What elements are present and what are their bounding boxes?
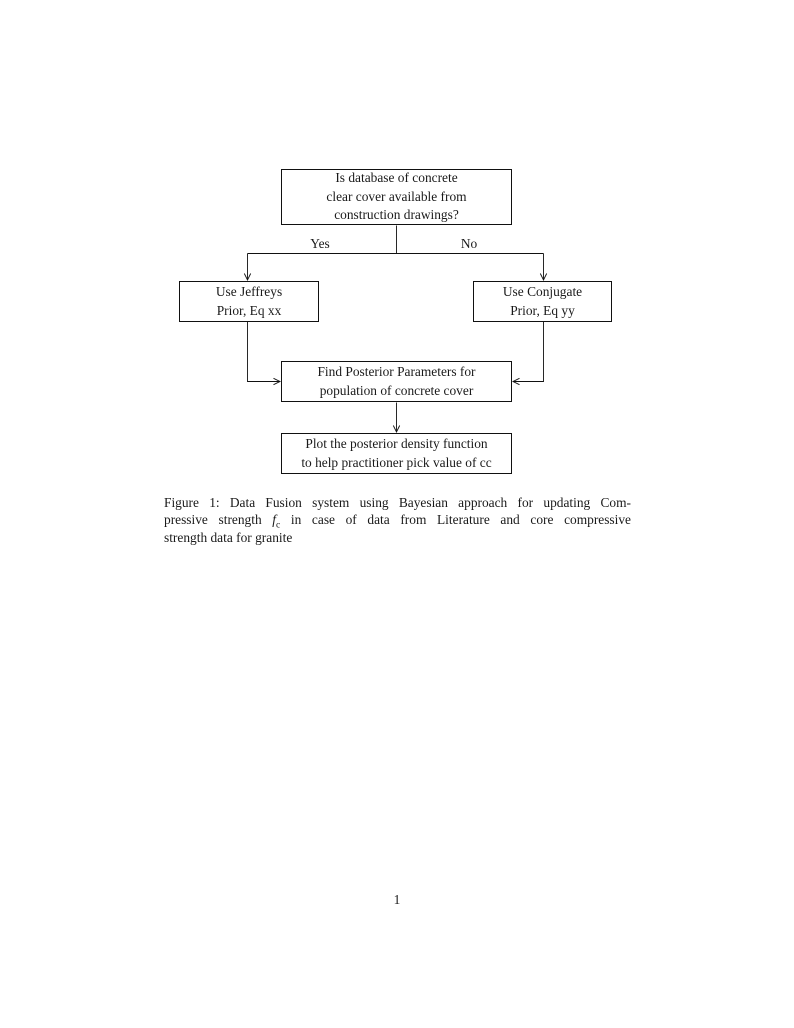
flowchart-node-posterior-parameters: Find Posterior Parameters for population… xyxy=(281,361,512,402)
arrowhead-yes xyxy=(243,273,252,282)
flowchart-connectors xyxy=(243,225,548,434)
figure-caption: Figure 1: Data Fusion system using Bayes… xyxy=(164,494,631,546)
caption-line-2-prefix: pressive strength xyxy=(164,512,273,528)
connector-jeffreys-posterior xyxy=(247,321,280,382)
caption-math-fc-subscript: c xyxy=(276,520,281,531)
arrowhead-conjugate-posterior xyxy=(511,377,520,386)
connector-conjugate-posterior xyxy=(513,321,544,382)
arrowhead-posterior-plot xyxy=(392,425,401,434)
branch-label-yes: Yes xyxy=(310,236,330,251)
page-number: 1 xyxy=(393,892,401,907)
caption-line-2: pressive strength fc in case of data fro… xyxy=(164,511,631,531)
flowchart-node-plot-density: Plot the posterior density function to h… xyxy=(281,433,512,474)
caption-line-1: Figure 1: Data Fusion system using Bayes… xyxy=(164,495,631,510)
flowchart-node-conjugate-prior: Use Conjugate Prior, Eq yy xyxy=(473,281,612,322)
flowchart-node-jeffreys-prior: Use Jeffreys Prior, Eq xx xyxy=(179,281,319,322)
figure-flowchart: Is database of concrete clear cover avai… xyxy=(0,0,794,500)
caption-line-2-suffix: in case of data from Literature and core… xyxy=(280,512,631,528)
caption-line-3: strength data for granite xyxy=(164,529,293,545)
branch-label-no: No xyxy=(460,236,478,251)
arrowhead-jeffreys-posterior xyxy=(273,377,282,386)
arrowhead-no xyxy=(539,273,548,282)
flowchart-node-decision: Is database of concrete clear cover avai… xyxy=(281,169,512,225)
caption-math-fc: f xyxy=(272,512,277,528)
